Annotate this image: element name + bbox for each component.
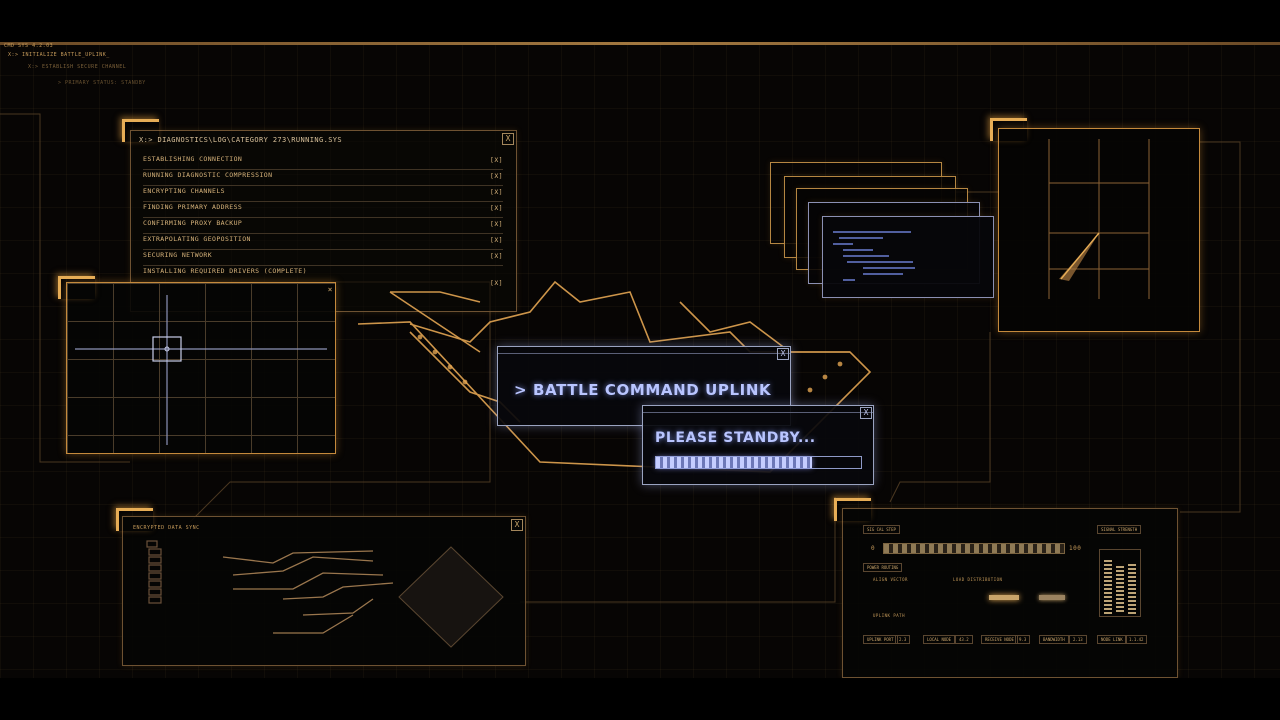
power-indicator: [1039, 595, 1065, 600]
readout-label: RECEIVE NODE: [981, 635, 1018, 644]
code-line: [843, 249, 873, 251]
log-row: EXTRAPOLATING GEOPOSITION[X]: [143, 235, 503, 250]
header-line-1: CMD SYS 4.2.03: [4, 43, 54, 49]
code-line: [863, 273, 903, 275]
readout-value: 1.1.42: [1125, 635, 1148, 644]
progress-fill: [656, 457, 812, 468]
signal-bar: [1104, 560, 1112, 614]
signal-bar: [1128, 564, 1136, 614]
log-row: FINDING PRIMARY ADDRESS[X]: [143, 203, 503, 218]
grid-close-icon[interactable]: ×: [327, 285, 333, 294]
uplink-title: > BATTLE COMMAND UPLINK: [514, 381, 772, 399]
code-window: [822, 216, 994, 298]
code-line: [847, 261, 913, 263]
standby-close-button[interactable]: X: [860, 407, 872, 419]
signal-bar: [1116, 566, 1124, 614]
grid-corner-bracket: [58, 276, 95, 299]
code-line: [833, 243, 853, 245]
range-max: 100: [1069, 545, 1082, 552]
readout-value: 9.3: [1015, 635, 1031, 644]
calibration-bar: [883, 543, 1065, 554]
status-corner-bracket: [834, 498, 871, 521]
range-min: 0: [871, 545, 876, 552]
data-sync-title: ENCRYPTED DATA SYNC: [133, 525, 200, 531]
radar-panel: [998, 128, 1200, 332]
signal-meter: [1099, 549, 1141, 617]
hud-screen: CMD SYS 4.2.03 X:> INITIALIZE BATTLE_UPL…: [0, 42, 1280, 678]
letterbox-top: [0, 0, 1280, 42]
code-line: [833, 231, 911, 233]
code-line: [839, 237, 883, 239]
readout-label: NODE LINK: [1097, 635, 1127, 644]
align-label: ALIGN VECTOR: [873, 577, 908, 582]
uplink-path-label: UPLINK PATH: [873, 613, 905, 618]
log-title: X:> DIAGNOSTICS\LOG\CATEGORY 273\RUNNING…: [139, 136, 343, 144]
log-close-button[interactable]: X: [502, 133, 514, 145]
log-row: INSTALLING REQUIRED DRIVERS (COMPLETE)[X…: [143, 267, 503, 287]
readout-label: UPLINK PORT: [863, 635, 898, 644]
log-row: ESTABLISHING CONNECTION[X]: [143, 155, 503, 170]
readout-value: 2.13: [1069, 635, 1087, 644]
readout-value: 2.3: [895, 635, 911, 644]
standby-title: PLEASE STANDBY...: [655, 430, 816, 446]
log-row: SECURING NETWORK[X]: [143, 251, 503, 266]
signal-label: SIGNAL STRENGTH: [1097, 525, 1142, 534]
radar-corner-bracket: [990, 118, 1027, 141]
power-indicator: [989, 595, 1019, 600]
status-panel: SIG CAL STEP 0 100 SIGNAL STRENGTH POWER…: [842, 508, 1178, 678]
radar-grid-icon: [1048, 139, 1150, 299]
code-line: [843, 279, 855, 281]
header-line-2: X:> INITIALIZE BATTLE_UPLINK_: [8, 52, 110, 58]
diagnostics-log-window: X:> DIAGNOSTICS\LOG\CATEGORY 273\RUNNING…: [130, 130, 517, 312]
uplink-titlebar: [498, 347, 790, 354]
header-line-3: X:> ESTABLISH SECURE CHANNEL: [28, 64, 127, 70]
readout-value: 43.2: [955, 635, 973, 644]
battleship-wireframe-icon: [357, 280, 872, 473]
sync-routing-icon: [146, 540, 504, 648]
targeting-grid-panel: [66, 282, 336, 454]
circuit-lines: [0, 113, 1241, 603]
power-label: POWER ROUTING: [863, 563, 903, 572]
log-row: ENCRYPTING CHANNELS[X]: [143, 187, 503, 202]
load-label: LOAD DISTRIBUTION: [953, 577, 1003, 582]
data-sync-close-button[interactable]: X: [511, 519, 523, 531]
data-sync-panel: ENCRYPTED DATA SYNC X: [122, 516, 526, 666]
uplink-close-button[interactable]: X: [777, 348, 789, 360]
crosshair-icon: [75, 295, 327, 445]
code-line: [843, 255, 889, 257]
readout-label: BANDWIDTH: [1039, 635, 1069, 644]
log-row: CONFIRMING PROXY BACKUP[X]: [143, 219, 503, 234]
header-line-4: > PRIMARY STATUS: STANDBY: [58, 80, 146, 86]
top-border: [0, 42, 1280, 45]
range-label: SIG CAL STEP: [863, 525, 900, 534]
log-corner-bracket: [122, 119, 159, 142]
code-line: [863, 267, 915, 269]
log-row: RUNNING DIAGNOSTIC COMPRESSION[X]: [143, 171, 503, 186]
standby-titlebar: [643, 406, 873, 413]
sync-corner-bracket: [116, 508, 153, 531]
standby-window: X PLEASE STANDBY...: [642, 405, 874, 485]
standby-progress-bar: [655, 456, 862, 469]
readout-label: LOCAL NODE: [923, 635, 956, 644]
readout-row: UPLINK PORT 2.3 LOCAL NODE 43.2 RECEIVE …: [863, 635, 1163, 645]
letterbox-bottom: [0, 678, 1280, 720]
